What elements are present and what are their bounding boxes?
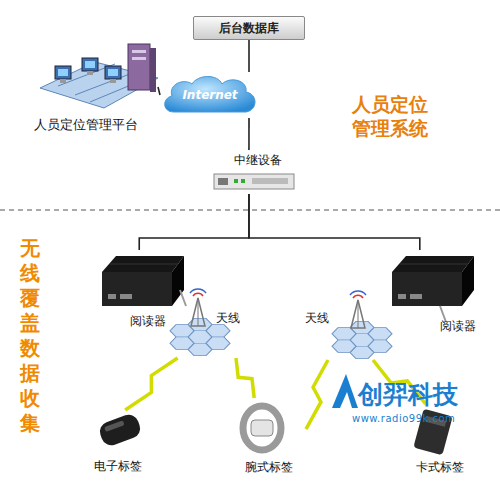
relay-device — [218, 178, 228, 185]
antenna-tower — [190, 289, 206, 326]
watermark-logo — [332, 374, 358, 408]
node-label: 人员定位管理平台 — [34, 116, 138, 134]
device-node: 阅读器 — [388, 250, 494, 336]
platform-illustration — [132, 57, 146, 60]
wrist-tag — [243, 406, 281, 450]
antenna-tower — [353, 295, 363, 298]
antenna-cluster — [332, 340, 356, 352]
antenna-tower — [193, 293, 203, 296]
device-node: 人员定位管理平台 — [28, 40, 158, 134]
node-label: 卡式标签 — [404, 459, 476, 476]
node-label: Internet — [160, 72, 260, 118]
antenna-tower — [350, 291, 366, 328]
node-label: 腕式标签 — [232, 459, 306, 476]
reader-device — [180, 290, 186, 306]
wireless-link — [236, 358, 254, 398]
relay-device — [241, 179, 245, 183]
node-label: 天线 — [305, 310, 329, 327]
node-label: 后台数据库 — [194, 17, 304, 39]
network-wire — [139, 194, 249, 250]
device-node: 阅读器 — [96, 250, 188, 332]
reader-device — [462, 256, 474, 306]
platform-illustration — [128, 44, 150, 90]
watermark-text: www.radio99k.com — [352, 413, 455, 424]
platform-illustration — [82, 58, 98, 71]
device-node: 后台数据库 — [193, 16, 305, 40]
antenna-cluster — [206, 325, 230, 337]
reader-device — [392, 272, 462, 306]
network-wire — [248, 118, 250, 150]
antenna-cluster — [206, 337, 230, 349]
antenna-cluster — [332, 328, 356, 340]
node-label: 天线 — [216, 310, 240, 327]
wireless-link — [306, 360, 328, 429]
electronic-tag — [97, 412, 143, 448]
electronic-tag — [97, 412, 143, 448]
reader-device — [392, 256, 474, 272]
device-node: 电子标签 — [82, 410, 154, 476]
reader-device — [102, 256, 186, 306]
node-label: 中继设备 — [234, 152, 282, 169]
platform-illustration — [108, 69, 118, 76]
antenna-tower — [350, 291, 366, 295]
antenna-tower — [190, 289, 206, 293]
watermark-logo — [340, 392, 352, 408]
platform-illustration — [40, 44, 158, 108]
reader-device — [392, 256, 474, 322]
platform-illustration — [55, 66, 71, 79]
separator-line — [0, 210, 500, 211]
section-title: 人员定位管理系统 — [352, 92, 436, 140]
antenna-tower — [358, 300, 359, 328]
network-wire — [248, 40, 250, 72]
reader-device — [410, 294, 422, 299]
antenna-cluster — [170, 337, 194, 349]
platform-illustration — [110, 79, 116, 83]
node-label: 阅读器 — [440, 318, 476, 335]
platform-illustration — [87, 71, 93, 75]
device-node: 腕式标签 — [232, 398, 306, 476]
platform-illustration — [132, 50, 146, 53]
antenna-tower — [351, 300, 365, 328]
platform-illustration — [85, 61, 95, 68]
antenna-tower — [191, 298, 205, 326]
wrist-tag — [243, 406, 281, 450]
reader-device — [102, 272, 172, 306]
platform-illustration — [105, 66, 121, 79]
network-wire — [249, 194, 420, 250]
network-wire — [158, 87, 160, 95]
wireless-link — [125, 358, 177, 410]
platform-illustration — [150, 48, 156, 92]
relay-device — [234, 179, 238, 183]
section-title: 无线覆盖数据收集 — [20, 236, 42, 436]
reader-device — [102, 256, 184, 272]
watermark-text: 创羿科技 — [358, 378, 458, 411]
reader-device — [398, 294, 406, 299]
relay-device — [214, 174, 294, 189]
relay-device — [214, 174, 294, 189]
device-node: 天线 — [303, 288, 403, 360]
platform-illustration — [58, 69, 68, 76]
reader-device — [400, 264, 468, 265]
antenna-tower — [198, 298, 199, 326]
relay-device — [252, 178, 288, 184]
watermark-logo — [332, 374, 358, 408]
antenna-cluster — [368, 340, 392, 352]
node-label: 阅读器 — [130, 313, 166, 330]
device-node: 天线 — [168, 286, 248, 358]
antenna-cluster — [368, 328, 392, 340]
device-node: 中继设备 — [212, 150, 296, 194]
reader-device — [108, 294, 116, 299]
platform-illustration — [60, 79, 66, 83]
reader-device — [110, 264, 178, 265]
antenna-cluster — [332, 321, 392, 358]
node-label: 电子标签 — [82, 458, 154, 475]
cloud-node: Internet — [160, 72, 260, 118]
wrist-tag — [251, 420, 273, 436]
electronic-tag — [104, 420, 125, 432]
reader-device — [120, 294, 132, 299]
